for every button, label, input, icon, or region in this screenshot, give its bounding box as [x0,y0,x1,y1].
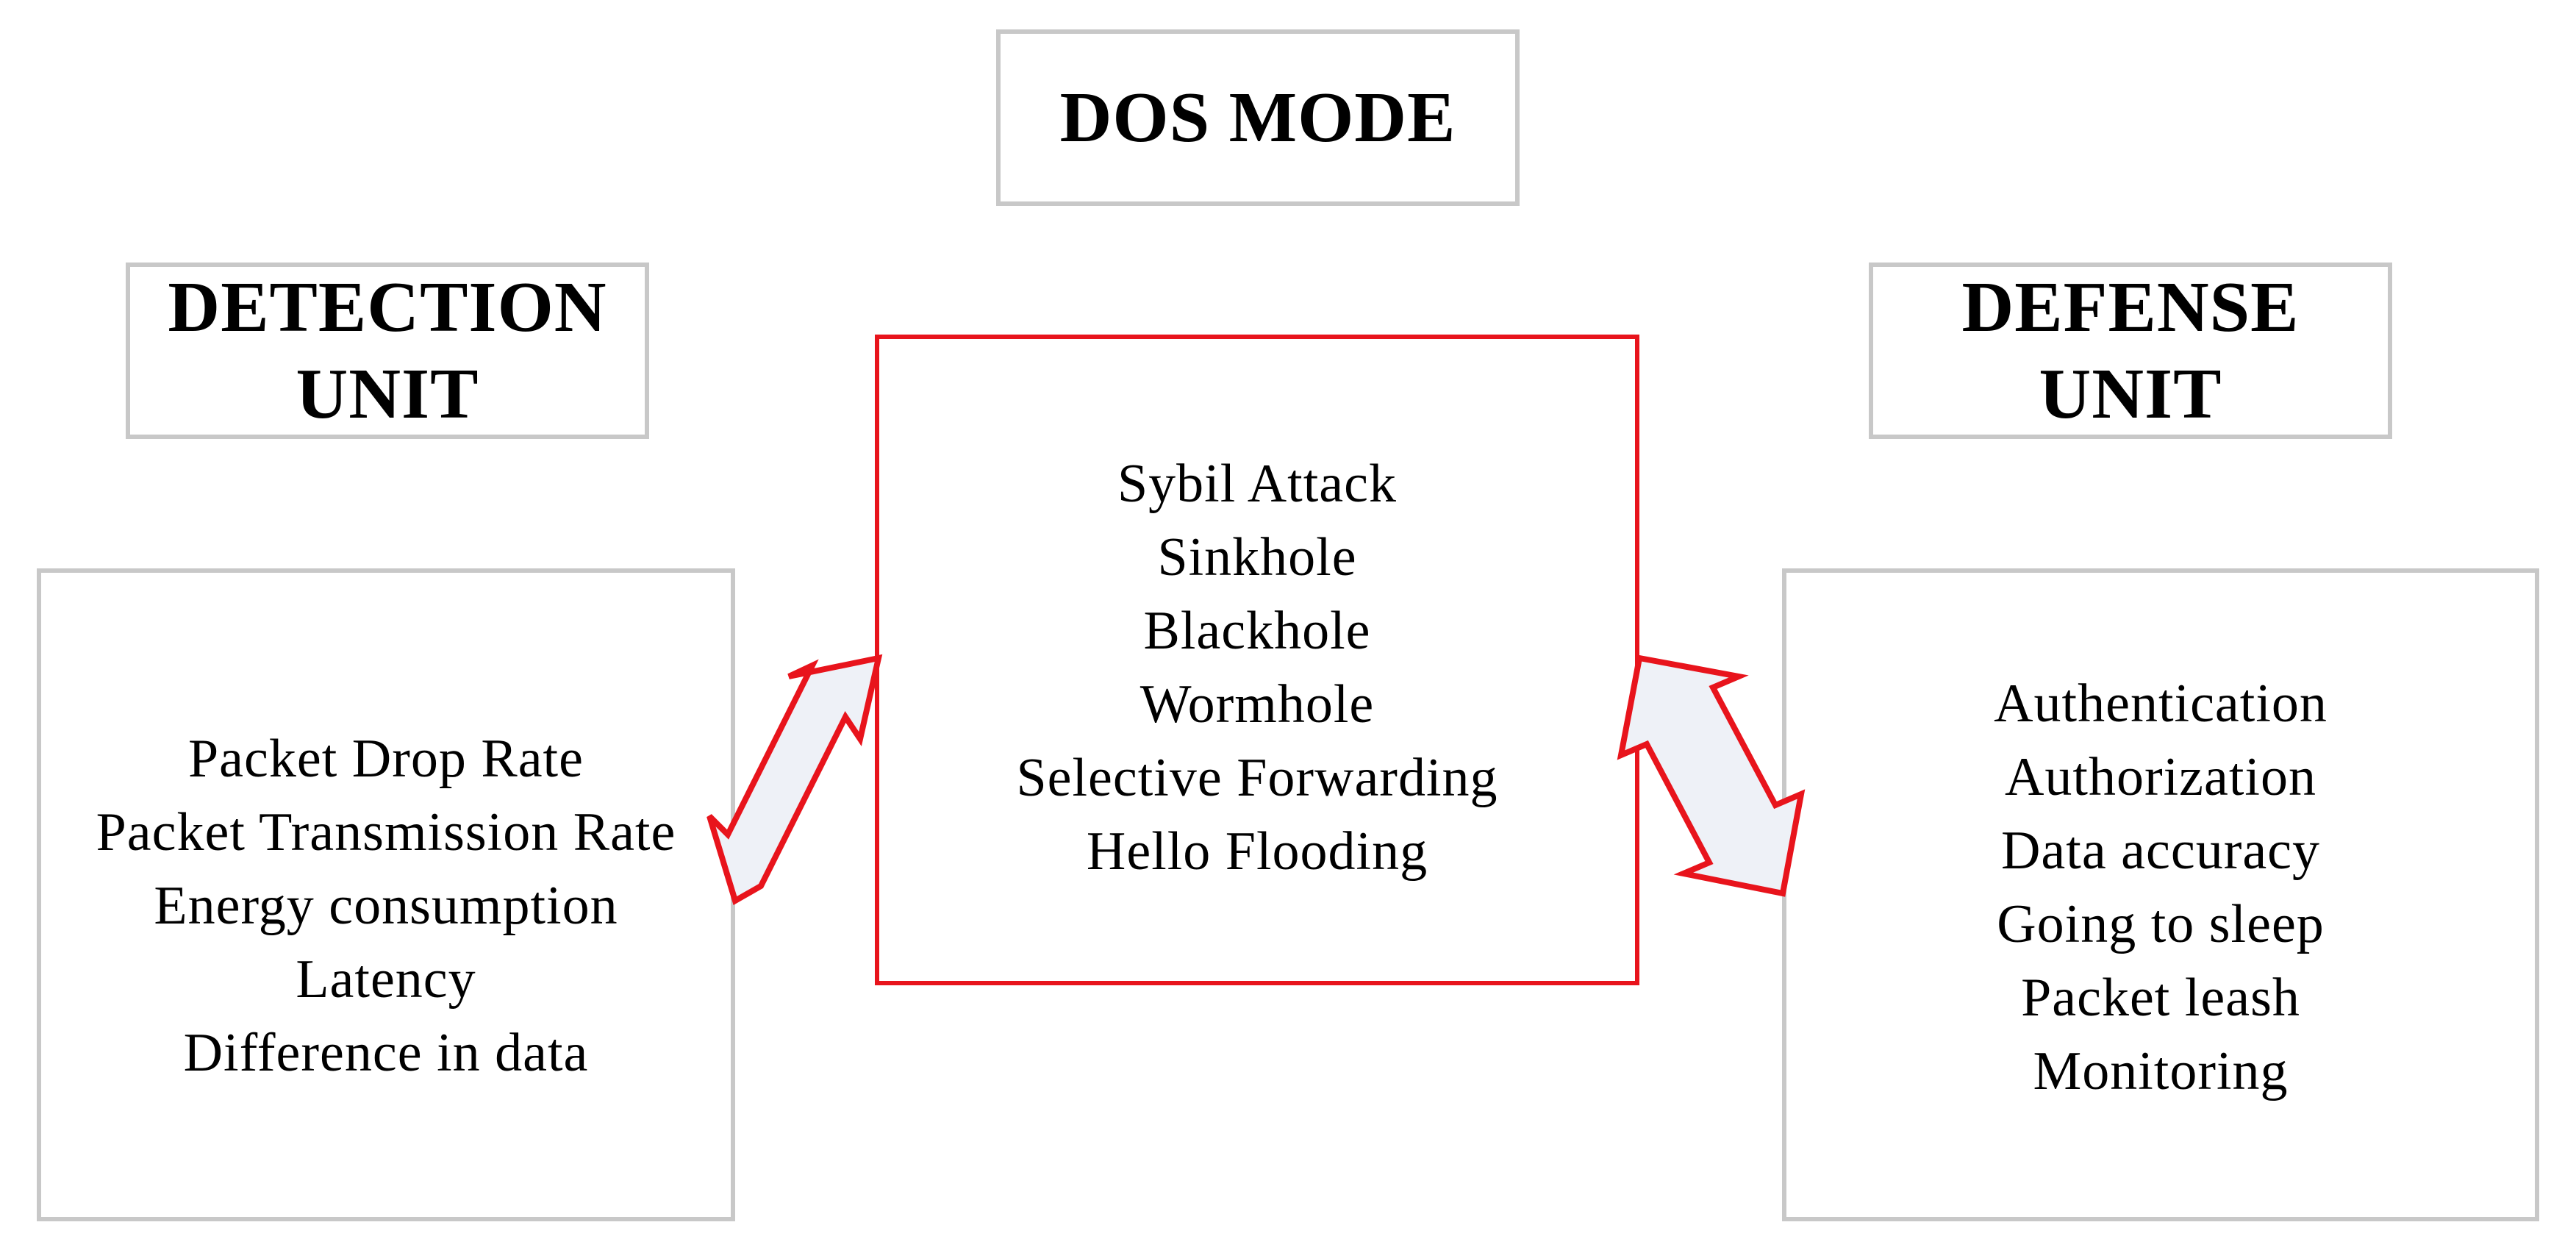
dos-mode-title: DOS MODE [1059,78,1456,157]
defense-item: Authentication [1994,674,2328,734]
detection-item: Latency [296,949,476,1010]
detection-item: Packet Drop Rate [188,729,584,789]
attacks-list: Sybil Attack Sinkhole Blackhole Wormhole… [1017,447,1498,888]
defense-item: Authorization [2004,747,2316,807]
attacks-box: Sybil Attack Sinkhole Blackhole Wormhole… [875,335,1639,985]
attack-item: Sybil Attack [1117,453,1397,514]
defense-unit-title-box: DEFENSE UNIT [1869,262,2392,439]
attack-item: Sinkhole [1157,526,1357,588]
defense-item: Data accuracy [2000,821,2321,881]
detection-unit-title-line2: UNIT [296,354,479,434]
detection-item: Energy consumption [154,876,618,936]
attack-item: Hello Flooding [1086,821,1428,882]
defense-unit-list: Authentication Authorization Data accura… [1994,667,2328,1108]
attack-item: Selective Forwarding [1016,747,1498,808]
detection-unit-list: Packet Drop Rate Packet Transmission Rat… [96,722,676,1090]
double-arrow-right-icon [1617,654,1806,897]
detection-unit-title-line1: DETECTION [168,268,607,347]
defense-unit-box: Authentication Authorization Data accura… [1782,568,2539,1221]
defense-item: Going to sleep [1997,894,2325,954]
attack-item: Blackhole [1143,600,1371,661]
detection-unit-title-box: DETECTION UNIT [126,262,649,439]
defense-unit-title-line1: DEFENSE [1961,268,2300,347]
detection-unit-box: Packet Drop Rate Packet Transmission Rat… [37,568,735,1221]
detection-item: Packet Transmission Rate [96,802,676,863]
defense-unit-title-line2: UNIT [2039,354,2222,434]
defense-item: Packet leash [2021,968,2300,1028]
dos-mode-box: DOS MODE [996,29,1520,206]
defense-item: Monitoring [2033,1041,2289,1101]
attack-item: Wormhole [1139,674,1375,735]
detection-item: Difference in data [183,1023,589,1083]
